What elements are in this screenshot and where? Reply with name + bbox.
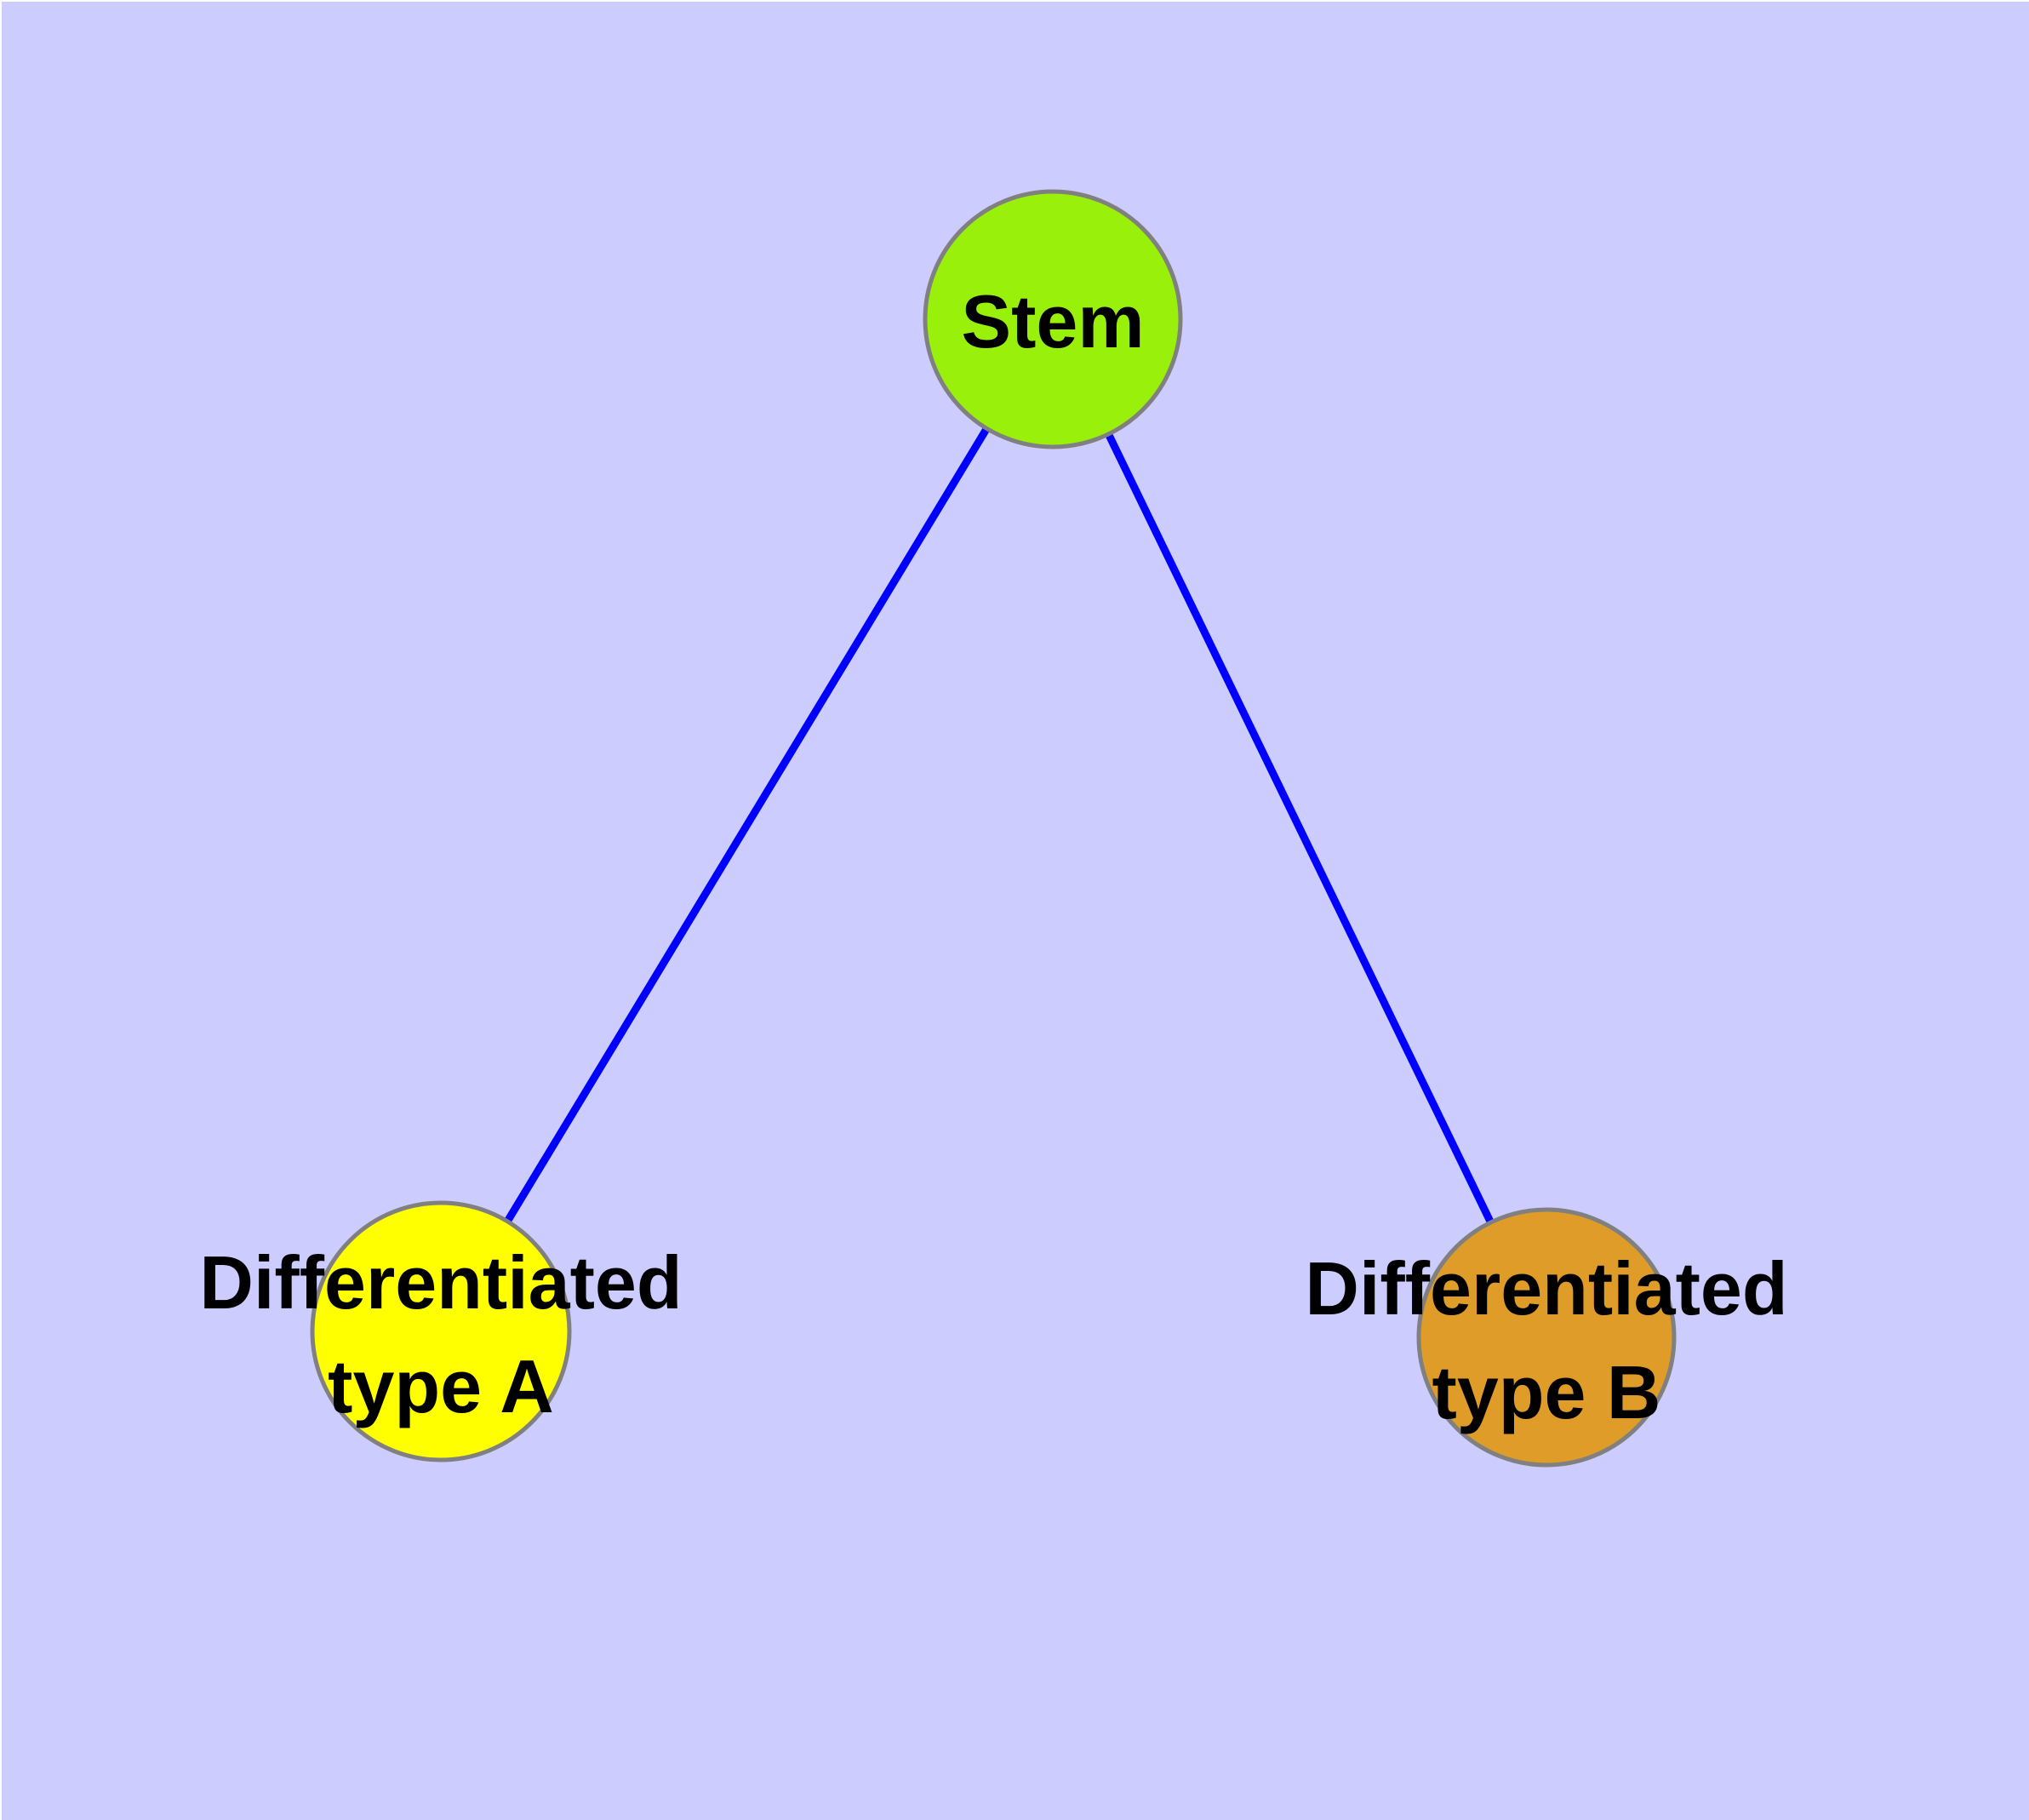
node-differentiated-type-b-circle[interactable] xyxy=(1416,1207,1677,1468)
edge-stem-to-type-a xyxy=(437,317,1056,1334)
node-stem-circle[interactable] xyxy=(923,189,1183,449)
node-differentiated-type-a-circle[interactable] xyxy=(310,1200,572,1462)
edge-stem-to-type-b xyxy=(1049,318,1551,1339)
